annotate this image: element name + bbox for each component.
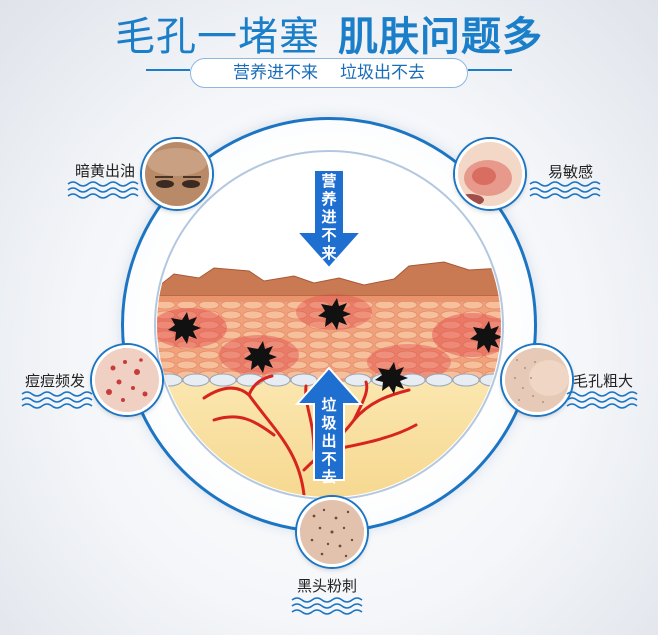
wave-icon bbox=[566, 391, 638, 409]
dermis-layer bbox=[157, 290, 501, 382]
problem-label-dull: 暗黄出油 bbox=[75, 162, 136, 180]
problem-label-blackheads: 黑头粉刺 bbox=[297, 577, 358, 595]
skin-cross-section bbox=[157, 169, 501, 497]
problem-label-sensitive: 易敏感 bbox=[548, 163, 594, 181]
subtitle-divider-left bbox=[146, 69, 190, 71]
page-title: 毛孔一堵塞肌肤问题多 bbox=[0, 4, 658, 62]
blackheads-thumbnail bbox=[297, 497, 367, 567]
subtitle-part-1: 营养进不来 bbox=[233, 63, 318, 83]
title-part-2: 肌肤问题多 bbox=[338, 14, 543, 60]
arrow-down-label: 营养进不来 bbox=[321, 172, 337, 262]
subtitle-divider-right bbox=[468, 69, 512, 71]
epidermis-band bbox=[157, 296, 501, 302]
wave-icon bbox=[67, 181, 139, 199]
wave-icon bbox=[529, 181, 601, 199]
wave-icon bbox=[21, 391, 93, 409]
subtitle-part-2: 垃圾出不去 bbox=[340, 63, 425, 83]
problem-label-pores: 毛孔粗大 bbox=[573, 372, 634, 390]
problem-label-acne: 痘痘频发 bbox=[25, 372, 86, 390]
clogged-pores bbox=[168, 298, 501, 394]
arrow-up-label: 垃圾出不去 bbox=[321, 396, 337, 486]
subtitle-box: 营养进不来 垃圾出不去 bbox=[190, 58, 468, 88]
arrow-down-icon bbox=[294, 169, 364, 270]
large-pores-thumbnail bbox=[502, 345, 572, 415]
arrow-up-icon bbox=[294, 366, 364, 481]
sensitive-skin-thumbnail bbox=[455, 139, 525, 209]
dull-skin-thumbnail bbox=[142, 139, 212, 209]
wave-icon bbox=[291, 597, 363, 615]
inflamed-zone bbox=[432, 313, 501, 357]
acne-skin-thumbnail bbox=[92, 345, 162, 415]
title-part-1: 毛孔一堵塞 bbox=[115, 14, 320, 60]
epidermis-ridge bbox=[157, 261, 501, 297]
